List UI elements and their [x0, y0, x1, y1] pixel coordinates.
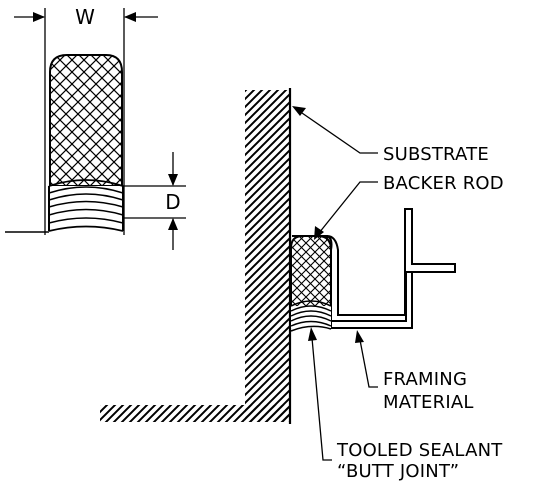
sealant-detail [5, 179, 124, 233]
sealant-label-line2: “BUTT JOINT” [337, 461, 459, 481]
depth-dimension: D [123, 152, 186, 250]
leader-framing [355, 330, 378, 388]
joint-detail: W D [5, 5, 186, 250]
sealant [290, 300, 332, 332]
leader-backer-rod [314, 181, 378, 240]
backer-rod-detail [49, 54, 123, 187]
installed-joint: SUBSTRATE BACKER ROD FRAMING MATERIAL TO… [100, 88, 504, 481]
substrate [100, 88, 292, 424]
substrate-label: SUBSTRATE [383, 144, 489, 165]
framing-label-line2: MATERIAL [383, 392, 474, 413]
backer-rod [290, 235, 332, 311]
width-label: W [75, 5, 95, 29]
leader-sealant [308, 327, 332, 461]
sealant-label-line1: TOOLED SEALANT [336, 440, 503, 461]
leader-substrate [292, 106, 378, 154]
framing-label-line1: FRAMING [383, 369, 467, 390]
backer-rod-label: BACKER ROD [383, 173, 504, 194]
depth-label: D [165, 190, 180, 214]
